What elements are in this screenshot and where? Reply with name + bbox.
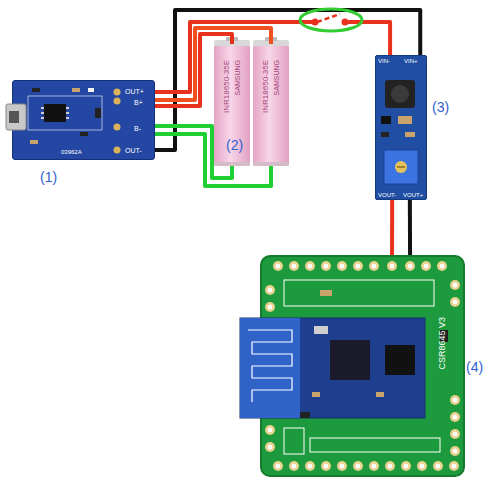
board-text: SAMSUNG [234,60,241,95]
wire [390,200,394,255]
board-text: VIN+ [404,58,418,64]
board-text: VIN- [378,58,390,64]
switch-symbol [300,9,362,31]
boost-converter-board: VIN- VIN+ VOUT- VOUT+ [375,55,427,200]
board-text: INR18650-35E [262,60,270,113]
battery-cell: INR18650-35ESAMSUNG [253,44,289,166]
board-text: VOUT- [378,192,396,198]
charger-board: OUT+ B+ B- OUT- 03962A [12,80,155,160]
board-text: 03962A [61,149,82,155]
callout-number: (2) [226,138,243,152]
switch-symbol [300,9,362,31]
board-text: B- [134,125,141,132]
callout-number: (1) [40,170,57,184]
wire [408,200,412,255]
board-text: VOUT+ [403,192,423,198]
battery-cap [226,37,238,41]
board-text: OUT+ [125,88,144,95]
board-text: OUT- [125,147,142,154]
switch-symbol [314,16,344,28]
board-text: CSR8645 V3 [438,317,447,370]
switch-symbol [312,19,319,26]
switch-symbol [342,19,349,26]
board-text: INR18650-35E [223,60,231,113]
battery-cap [265,37,277,41]
battery-cap [214,37,289,166]
bluetooth-board: CSR8645 V3 [260,255,465,477]
callout-number: (3) [432,100,449,114]
callout-number: (4) [466,360,483,374]
board-text: B+ [134,99,143,106]
switch-symbol [317,14,340,22]
board-text: SAMSUNG [273,60,280,95]
